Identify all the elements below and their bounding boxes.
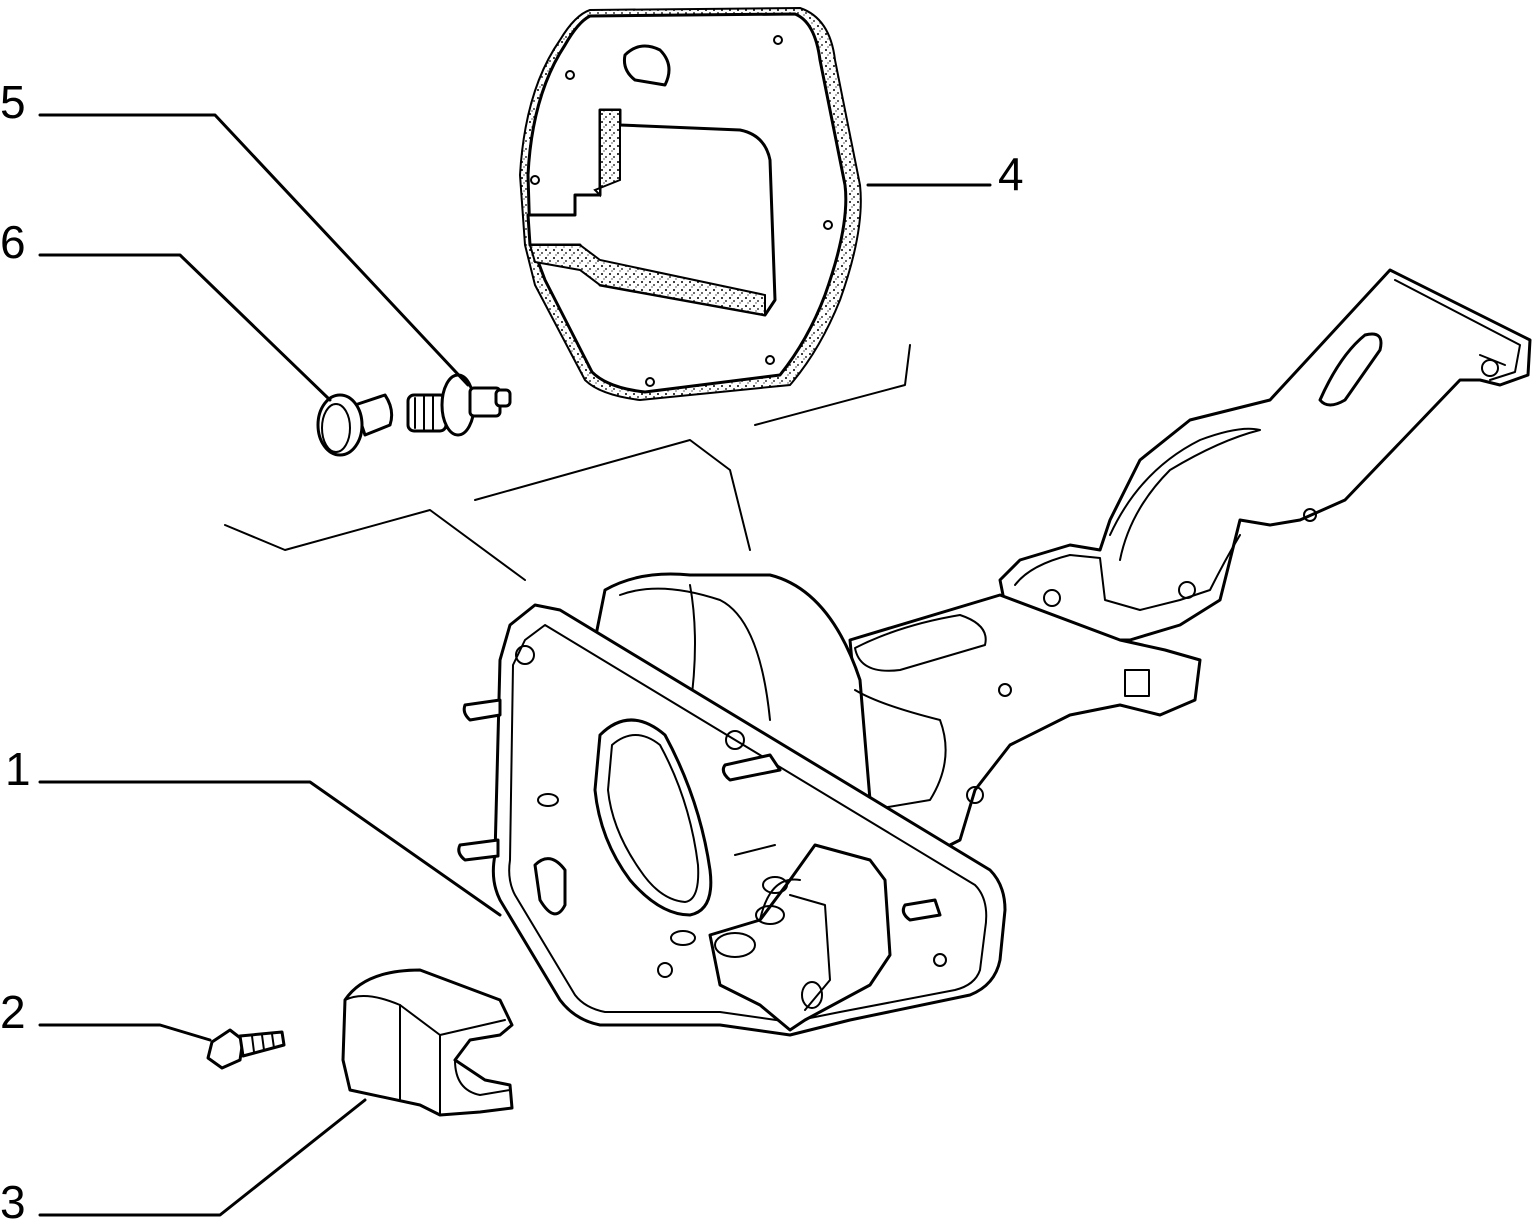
stud-part-5 [406,373,512,437]
housing-part-1 [457,572,1007,1037]
callout-1: 1 [5,743,31,795]
assembly-line-b [474,439,751,551]
callout-6: 6 [0,216,26,268]
leader-line-5 [38,113,470,387]
callout-5: 5 [0,76,26,128]
callout-labels: 5 6 4 1 2 3 [0,76,1024,1221]
leader-line-3 [38,1098,367,1217]
plug-part-6 [316,393,394,457]
callout-4: 4 [998,148,1024,200]
screw-part-2 [206,1028,286,1070]
assembly-line-a [224,509,526,581]
leader-line-1 [38,780,502,917]
pedal-bracket-arm [848,268,1532,872]
leader-line-6 [38,253,332,402]
callout-2: 2 [0,986,26,1038]
leader-lines [38,113,992,1217]
cover-part-3 [341,968,514,1117]
callout-3: 3 [0,1176,26,1221]
insulation-panel-part-4 [518,6,862,402]
leader-line-2 [38,1023,212,1042]
assembly-line-c [754,344,911,426]
